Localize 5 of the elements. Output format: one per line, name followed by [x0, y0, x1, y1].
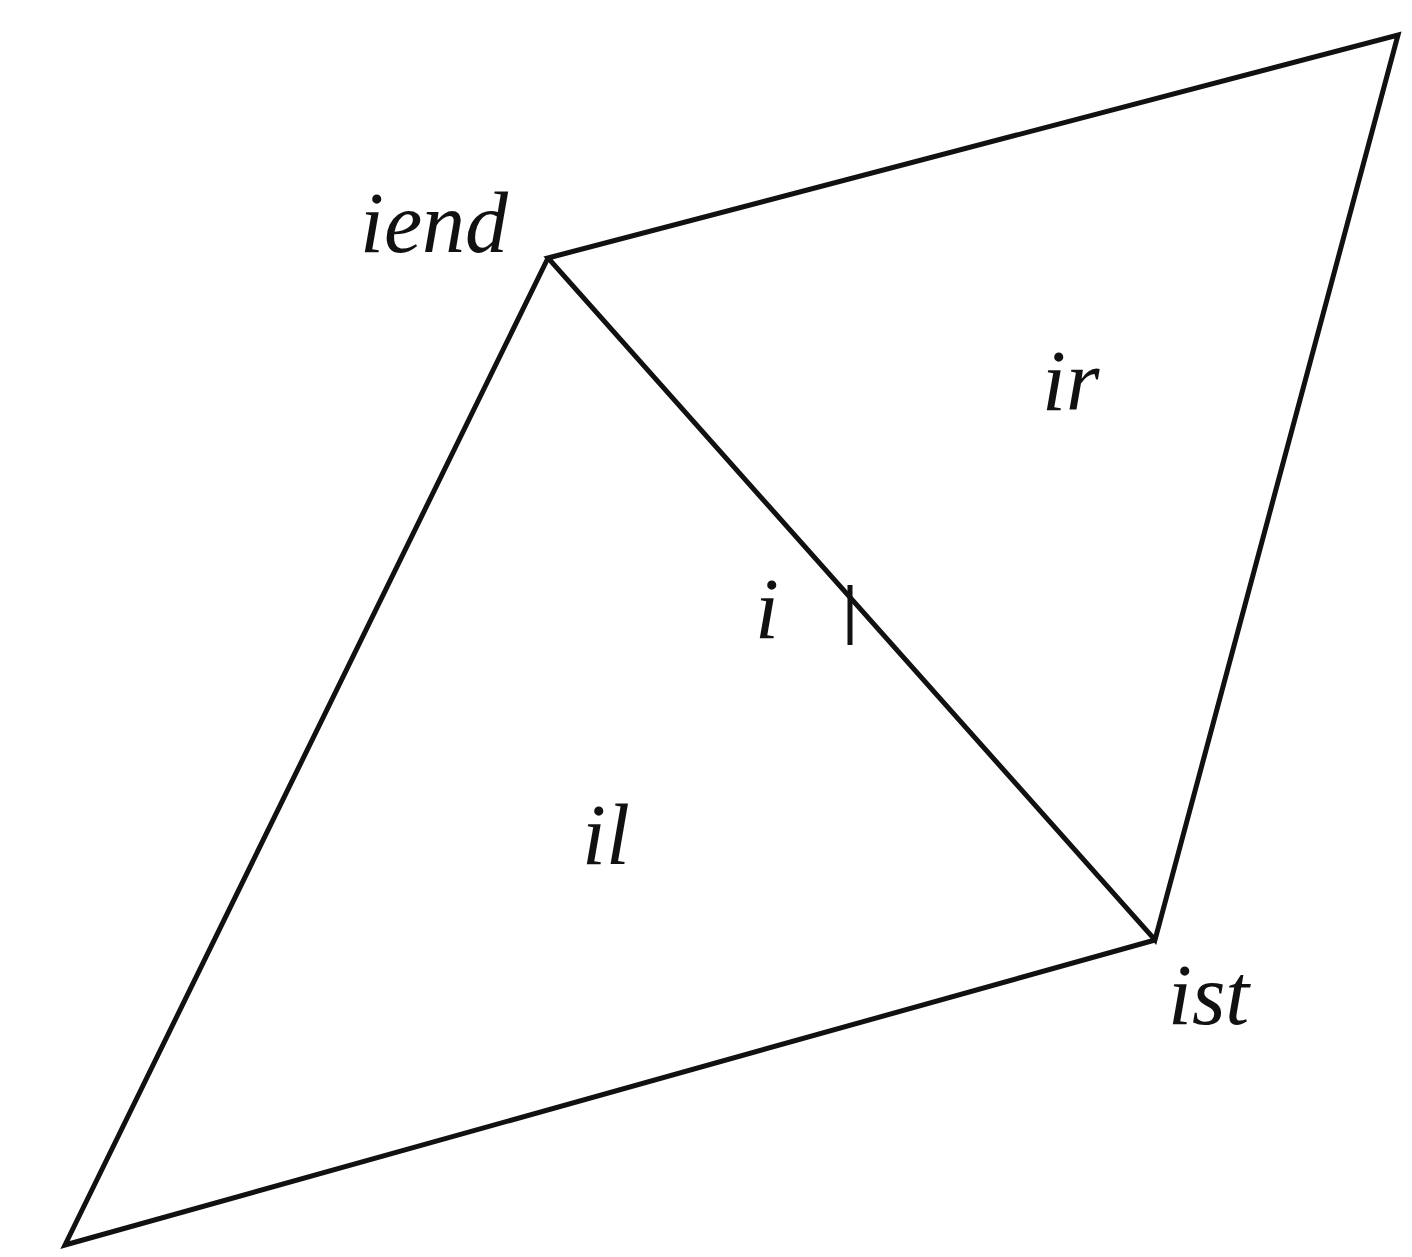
vertex-label: i: [755, 566, 779, 652]
vertex-label: iend: [360, 180, 509, 266]
vertex-label: il: [582, 792, 630, 878]
vertex-label: ist: [1168, 952, 1250, 1038]
vertex-label: ir: [1042, 338, 1100, 424]
